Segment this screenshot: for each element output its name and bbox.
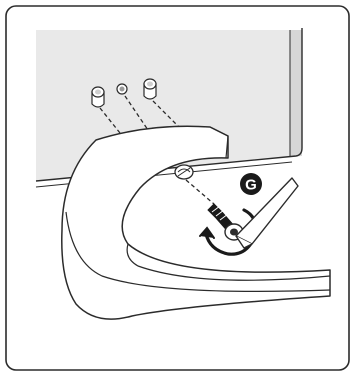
guide-hole-center [117,84,127,94]
stand-screw-hole [175,165,193,179]
guide-pin-right [144,79,156,99]
callout-label: G [245,177,257,194]
tv-panel-edge [290,30,302,157]
guide-pin-left [92,87,104,107]
callout-g: G [240,173,262,195]
